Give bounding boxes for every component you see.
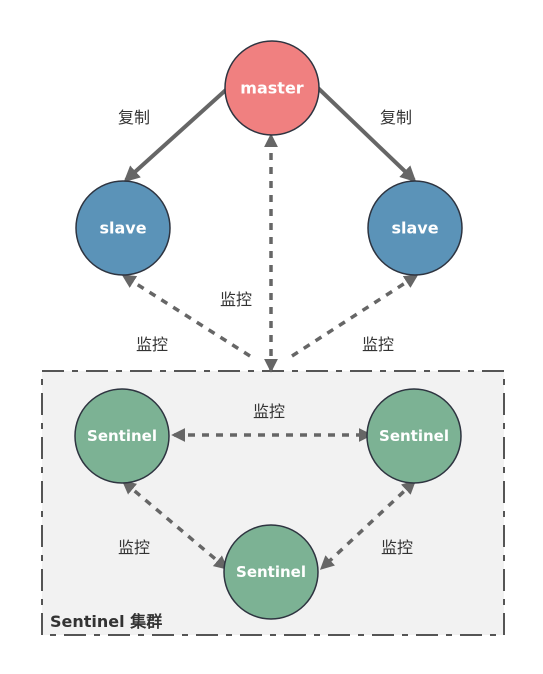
edge-label-monitor-slave-right: 监控 [362, 335, 394, 354]
sentinel-node-right-label: Sentinel [379, 427, 449, 445]
slave-node-left-circle [75, 180, 171, 276]
slave-node-left: slave [75, 180, 171, 276]
sentinel-cluster-label: Sentinel 集群 [50, 612, 162, 631]
master-node-label: master [240, 79, 303, 98]
sentinel-node-left-circle [74, 388, 170, 484]
sentinel-node-bottom-label: Sentinel [236, 563, 306, 581]
replicate-edge-left [123, 86, 230, 183]
sentinel-node-bottom: Sentinel [223, 524, 319, 620]
sentinel-node-left: Sentinel [74, 388, 170, 484]
monitor-edge-slave-right [291, 274, 419, 358]
master-node-circle [224, 40, 320, 136]
sentinel-node-right-circle [366, 388, 462, 484]
edge-label-monitor-master: 监控 [220, 290, 252, 309]
edge-label-monitor-slave-left: 监控 [136, 335, 168, 354]
monitor-edge-slave-left [121, 274, 251, 358]
edge-label-replicate-right: 复制 [380, 108, 412, 127]
edge-label-monitor-sentinel-left: 监控 [118, 538, 150, 557]
edge-label-monitor-sentinel-top: 监控 [253, 402, 285, 421]
monitor-edge-sentinel-right [319, 480, 417, 570]
sentinel-node-left-label: Sentinel [87, 427, 157, 445]
slave-node-right-circle [367, 180, 463, 276]
sentinel-node-bottom-circle [223, 524, 319, 620]
sentinel-node-right: Sentinel [366, 388, 462, 484]
edge-label-replicate-left: 复制 [118, 108, 150, 127]
edge-label-monitor-sentinel-right: 监控 [381, 538, 413, 557]
slave-node-right: slave [367, 180, 463, 276]
master-node: master [224, 40, 320, 136]
slave-node-right-label: slave [391, 219, 438, 238]
replicate-edge-right [316, 86, 417, 183]
slave-node-left-label: slave [99, 219, 146, 238]
